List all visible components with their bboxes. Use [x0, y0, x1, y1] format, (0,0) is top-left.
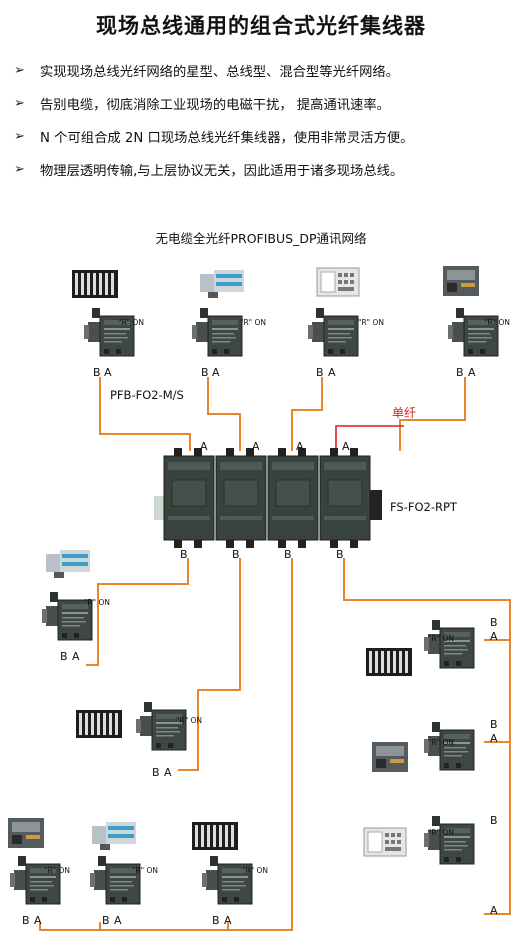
r-on-label: "R" ON [240, 318, 267, 327]
hub-label: FS-FO2-RPT [390, 500, 457, 514]
plc-rack-icon [366, 648, 412, 676]
cpu-module-icon [8, 818, 44, 848]
port-b-label: B [490, 616, 498, 629]
port-b-label: B [490, 814, 498, 827]
cpu-module-icon [443, 266, 479, 296]
r-on-label: "R" ON [358, 318, 385, 327]
feature-text: 告别电缆，彻底消除工业现场的电磁干扰， 提高通讯速率。 [40, 98, 390, 113]
converter-icon [307, 307, 359, 357]
port-a-label: A [296, 440, 304, 453]
r-on-label: "R" ON [118, 318, 145, 327]
fiber-hub [154, 447, 382, 549]
arrow-bullet-icon: ➢ [14, 63, 25, 78]
port-b-label: B [336, 548, 344, 561]
port-b-label: B [201, 366, 209, 379]
port-b-label: B [456, 366, 464, 379]
plc-rack-icon [76, 710, 122, 738]
feature-text: 物理层透明传输,与上层协议无关，因此适用于诸多现场总线。 [40, 164, 404, 179]
port-a-label: A [342, 440, 350, 453]
feature-list: ➢ 实现现场总线光纤网络的星型、总线型、混合型等光纤网络。 ➢ 告别电缆，彻底消… [14, 54, 519, 186]
converter-icon [9, 855, 61, 905]
r-on-label: "R" ON [428, 828, 455, 837]
plc-rack-icon [192, 822, 238, 850]
port-b-label: B [284, 548, 292, 561]
feature-item: ➢ 告别电缆，彻底消除工业现场的电磁干扰， 提高通讯速率。 [14, 87, 519, 120]
port-b-label: B [22, 914, 30, 927]
r-on-label: "R" ON [84, 598, 111, 607]
port-b-label: B [490, 718, 498, 731]
port-a-label: A [490, 732, 498, 745]
port-a-label: A [224, 914, 232, 927]
plc-rack-icon [72, 270, 118, 298]
port-a-label: A [328, 366, 336, 379]
diagram-subtitle: 无电缆全光纤PROFIBUS_DP通讯网络 [155, 231, 367, 246]
port-a-label: A [468, 366, 476, 379]
port-a-label: A [104, 366, 112, 379]
arrow-bullet-icon: ➢ [14, 129, 25, 144]
arrow-bullet-icon: ➢ [14, 96, 25, 111]
port-b-label: B [102, 914, 110, 927]
port-b-label: B [232, 548, 240, 561]
feature-text: N 个可组合成 2N 口现场总线光纤集线器，使用非常灵活方便。 [40, 131, 414, 146]
single-fiber-link [335, 425, 404, 451]
feature-item: ➢ N 个可组合成 2N 口现场总线光纤集线器，使用非常灵活方便。 [14, 120, 519, 153]
port-a-label: A [212, 366, 220, 379]
port-a-label: A [490, 904, 498, 917]
single-fiber-label: 单纤 [392, 406, 417, 420]
r-on-label: "R" ON [484, 318, 511, 327]
hmi-panel-icon [316, 267, 360, 297]
hub-module-icon [319, 447, 371, 549]
port-b-label: B [60, 650, 68, 663]
cpu-module-icon [372, 742, 408, 772]
feature-text: 实现现场总线光纤网络的星型、总线型、混合型等光纤网络。 [40, 65, 400, 80]
converter-icon [423, 619, 475, 669]
r-on-label: "R" ON [132, 866, 159, 875]
r-on-label: "R" ON [428, 634, 455, 643]
converter-icon [89, 855, 141, 905]
port-a-label: A [114, 914, 122, 927]
port-a-label: A [490, 630, 498, 643]
r-on-label: "R" ON [242, 866, 269, 875]
io-module-icon [200, 270, 244, 298]
io-module-icon [92, 822, 136, 850]
io-module-icon [46, 550, 90, 578]
hub-module-icon [215, 447, 267, 549]
fiber-links [39, 377, 511, 931]
hmi-panel-icon [363, 827, 407, 857]
page-title: 现场总线通用的组合式光纤集线器 [96, 14, 426, 38]
converter-icon [135, 701, 187, 751]
port-b-label: B [316, 366, 324, 379]
port-a-label: A [200, 440, 208, 453]
feature-item: ➢ 实现现场总线光纤网络的星型、总线型、混合型等光纤网络。 [14, 54, 519, 87]
converter-icon [447, 307, 499, 357]
converter-label: PFB-FO2-M/S [110, 388, 184, 402]
port-b-label: B [180, 548, 188, 561]
converter-icon [191, 307, 243, 357]
port-a-label: A [34, 914, 42, 927]
port-b-label: B [93, 366, 101, 379]
port-b-label: B [152, 766, 160, 779]
feature-item: ➢ 物理层透明传输,与上层协议无关，因此适用于诸多现场总线。 [14, 153, 519, 186]
hub-module-icon [267, 447, 319, 549]
converter-icon [423, 815, 475, 865]
hub-module-icon [163, 447, 215, 549]
port-a-label: A [72, 650, 80, 663]
r-on-label: "R" ON [428, 738, 455, 747]
port-a-label: A [164, 766, 172, 779]
arrow-bullet-icon: ➢ [14, 162, 25, 177]
r-on-label: "R" ON [176, 716, 203, 725]
converter-icon [83, 307, 135, 357]
r-on-label: "R" ON [44, 866, 71, 875]
port-a-label: A [252, 440, 260, 453]
converter-icon [201, 855, 253, 905]
port-b-label: B [212, 914, 220, 927]
